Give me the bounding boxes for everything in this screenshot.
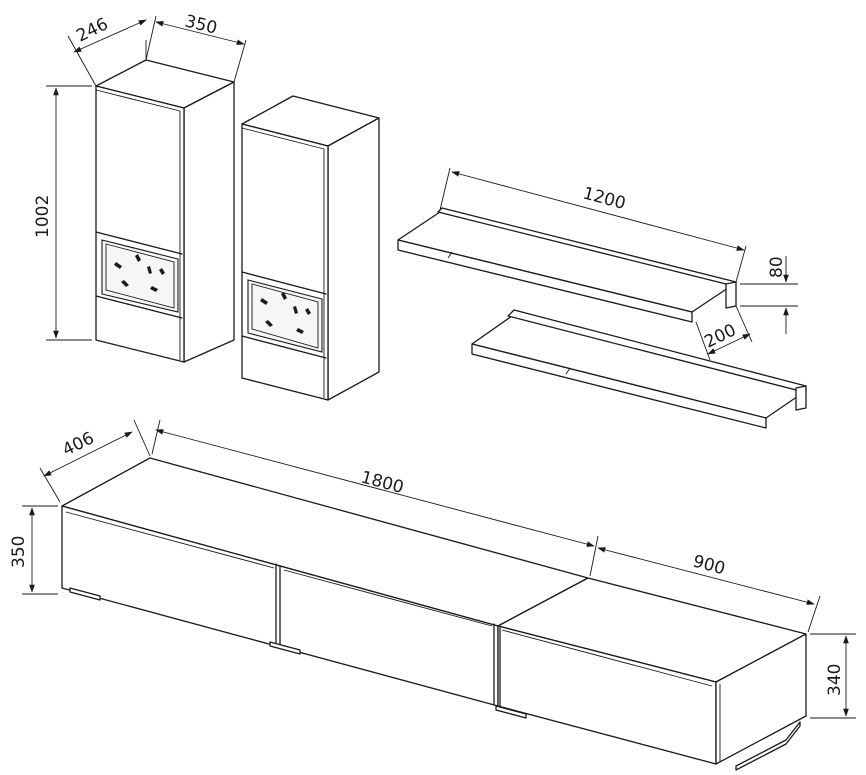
cabinet-right-front — [241, 123, 329, 401]
tv-stand — [61, 457, 807, 771]
label-shelf-thickness: 80 — [767, 256, 787, 278]
wall-shelf-lower — [471, 309, 807, 429]
tv-stand-side — [715, 633, 807, 765]
foot-2 — [269, 641, 301, 655]
label-tv-height: 350 — [9, 536, 29, 568]
foot-3 — [495, 705, 527, 719]
label-cabinet-depth: 246 — [73, 14, 111, 46]
label-tv-depth: 406 — [59, 428, 97, 460]
dim-line-cabinet-width — [155, 21, 245, 45]
wall-shelf-upper — [397, 207, 737, 323]
cabinet-left-front — [95, 85, 185, 363]
label-shelf-length: 1200 — [581, 184, 628, 215]
foot-4 — [735, 721, 801, 771]
label-tv-length: 1800 — [359, 468, 406, 499]
glass-pattern-left — [114, 254, 165, 292]
dim-line-cabinet-depth — [73, 19, 147, 53]
glass-pattern-right — [260, 292, 311, 334]
label-tv-right-length: 900 — [691, 552, 728, 580]
dim-line-tv-depth — [43, 431, 133, 477]
label-cabinet-width: 350 — [183, 11, 219, 38]
dim-line-tv-right-length — [597, 547, 815, 605]
cabinet-dimensions: 246 350 1002 — [33, 11, 247, 341]
label-cabinet-height: 1002 — [33, 195, 53, 238]
foot-1 — [69, 587, 101, 601]
dim-line-tv-length — [155, 429, 595, 547]
cabinet-left-side — [183, 81, 235, 363]
dim-line-shelf-length — [451, 171, 745, 251]
cabinet-right-side — [327, 117, 380, 401]
wall-cabinet-right — [241, 95, 380, 401]
shelf-lower-front — [471, 343, 767, 429]
dim-line-shelf-depth — [707, 333, 751, 355]
shelf-upper-front — [397, 239, 693, 323]
label-tv-right-height: 340 — [825, 664, 845, 696]
wall-cabinet-left — [95, 59, 235, 363]
